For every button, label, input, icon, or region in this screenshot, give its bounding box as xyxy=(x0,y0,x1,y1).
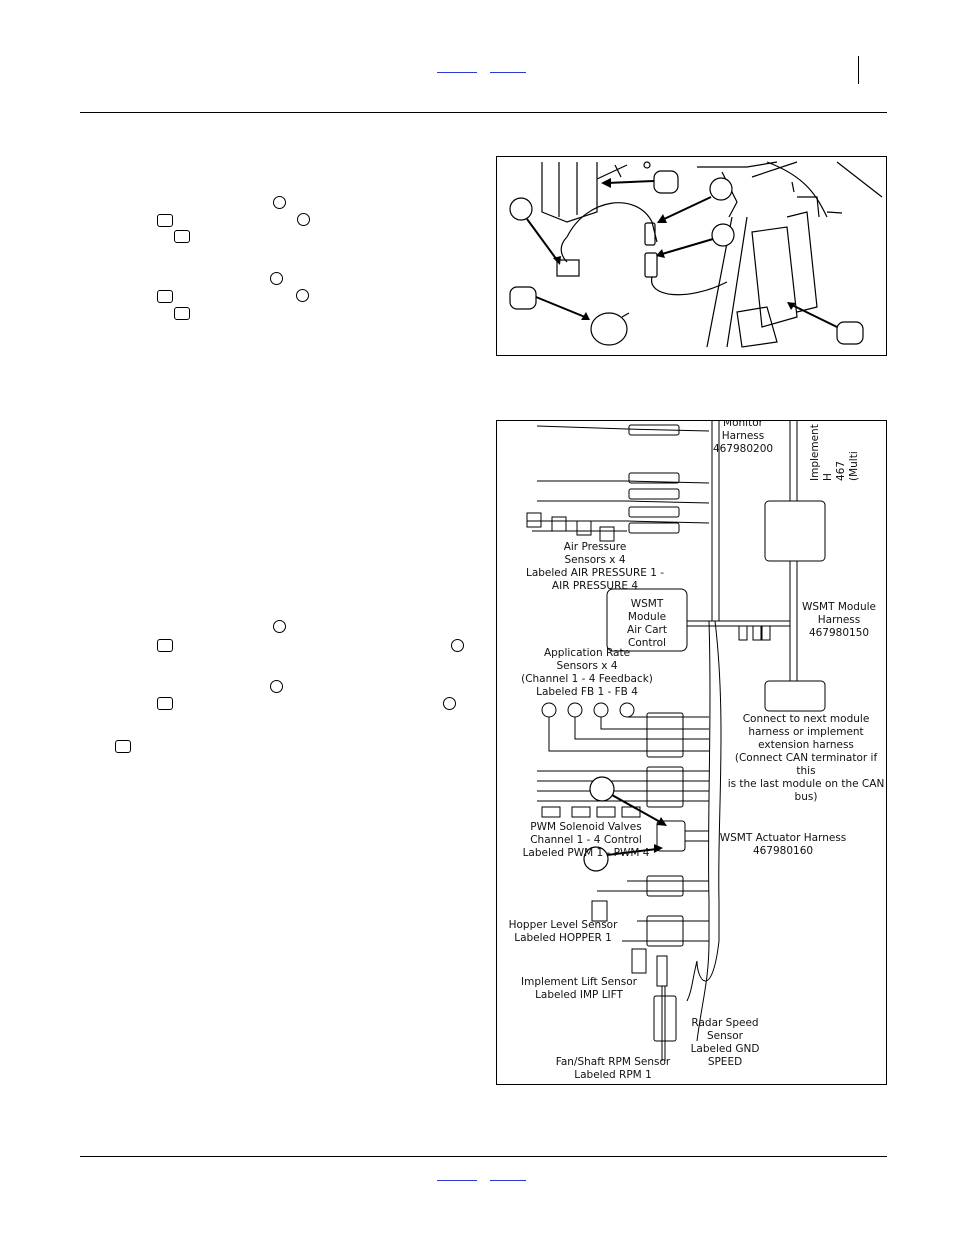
label-fan-shaft-rpm-sensor: Fan/Shaft RPM Sensor Labeled RPM 1 xyxy=(555,1056,671,1081)
callout-square xyxy=(157,214,173,227)
label-wsmt-module-harness: WSMT Module Harness 467980150 xyxy=(801,601,877,639)
figure-wsmt-harness-diagram: Monitor Harness 467980200 Implement H 46… xyxy=(496,420,887,1085)
footer-link-2[interactable] xyxy=(490,1166,526,1181)
callout-square xyxy=(157,290,173,303)
label-monitor-harness: Monitor Harness 467980200 xyxy=(712,420,774,455)
label-air-pressure-sensors: Air Pressure Sensors x 4 Labeled AIR PRE… xyxy=(525,541,665,592)
header-rule xyxy=(80,112,887,113)
callout-circle xyxy=(451,639,464,652)
callout-circle xyxy=(270,680,283,693)
header-link-1[interactable] xyxy=(437,58,477,73)
header-link-2[interactable] xyxy=(490,58,526,73)
header-divider xyxy=(858,56,859,84)
label-implement-harness: Implement H 467 (Multi xyxy=(809,424,860,481)
actuator-illustration xyxy=(509,161,883,348)
callout-circle xyxy=(273,620,286,633)
callout-circle xyxy=(296,289,309,302)
label-hopper-level-sensor: Hopper Level Sensor Labeled HOPPER 1 xyxy=(508,919,618,944)
label-connect-next-module: Connect to next module harness or implem… xyxy=(727,713,885,803)
label-pwm-valves: PWM Solenoid Valves Channel 1 - 4 Contro… xyxy=(522,821,650,859)
label-implement-lift-sensor: Implement Lift Sensor Labeled IMP LIFT xyxy=(521,976,637,1001)
callout-square xyxy=(157,639,173,652)
footer-rule xyxy=(80,1156,887,1157)
callout-circle xyxy=(297,213,310,226)
label-wsmt-module: WSMT Module Air Cart Control xyxy=(627,598,667,649)
label-radar-speed-sensor: Radar Speed Sensor Labeled GND SPEED xyxy=(690,1017,760,1068)
label-wsmt-actuator-harness: WSMT Actuator Harness 467980160 xyxy=(719,832,847,857)
callout-square xyxy=(174,230,190,243)
callout-square xyxy=(174,307,190,320)
figure-actuator-installation xyxy=(496,156,887,356)
callout-square xyxy=(115,740,131,753)
footer-link-1[interactable] xyxy=(437,1166,477,1181)
callout-circle xyxy=(273,196,286,209)
callout-circle xyxy=(270,272,283,285)
harness-illustration xyxy=(526,421,826,1061)
callout-circle xyxy=(443,697,456,710)
callout-square xyxy=(157,697,173,710)
label-application-rate-sensors: Application Rate Sensors x 4 (Channel 1 … xyxy=(521,647,653,698)
